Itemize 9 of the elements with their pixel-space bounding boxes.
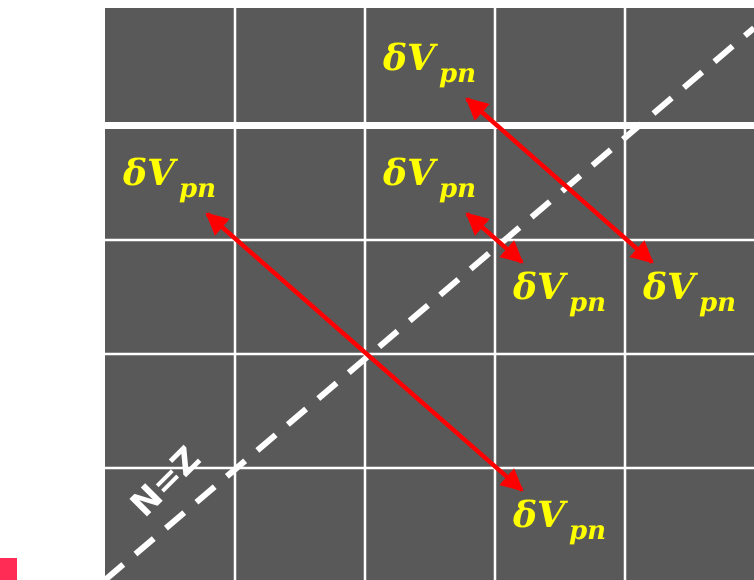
variable-label: δV$_{pn}$ bbox=[123, 151, 216, 206]
variable-label: δV$_{pn}$ bbox=[643, 265, 736, 320]
variable-label: δV$_{pn}$ bbox=[383, 36, 476, 91]
arrow bbox=[465, 212, 524, 264]
arrow bbox=[465, 97, 654, 264]
arrow bbox=[205, 212, 524, 492]
variable-label: δV$_{pn}$ bbox=[513, 493, 606, 548]
variable-label: δV$_{pn}$ bbox=[513, 265, 606, 320]
variable-label: δV$_{pn}$ bbox=[383, 151, 476, 206]
